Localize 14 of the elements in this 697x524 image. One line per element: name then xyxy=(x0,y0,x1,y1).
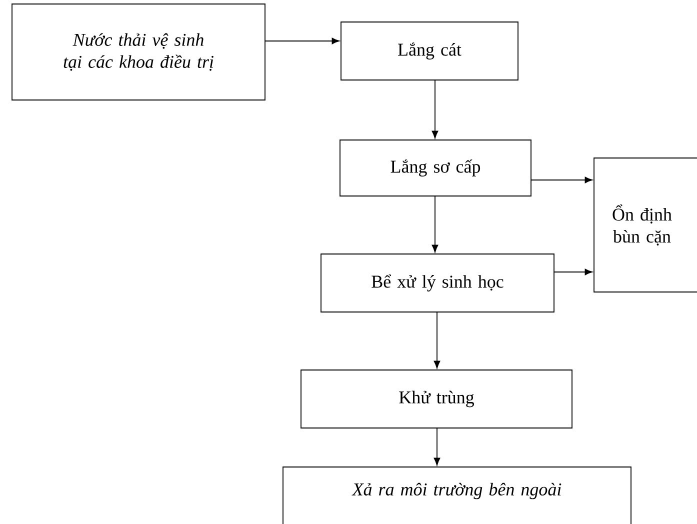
process-box: Khử trùng xyxy=(300,370,572,428)
arrow xyxy=(432,196,438,252)
process-box: Lắng cát xyxy=(340,22,518,80)
process-box: Xả ra môi trường bên ngoài xyxy=(282,466,632,524)
process-box: Ổn định bùn cặn xyxy=(594,158,697,292)
process-box: Lắng sơ cấp xyxy=(340,140,532,196)
process-box: Nước thải vệ sinh tại các khoa điều trị xyxy=(12,4,266,100)
arrow xyxy=(554,268,592,276)
arrow xyxy=(434,428,440,466)
arrow xyxy=(434,312,440,368)
arrow xyxy=(432,80,438,138)
arrow xyxy=(530,176,592,184)
arrow xyxy=(264,38,340,44)
process-box: Bể xử lý sinh học xyxy=(320,254,554,312)
